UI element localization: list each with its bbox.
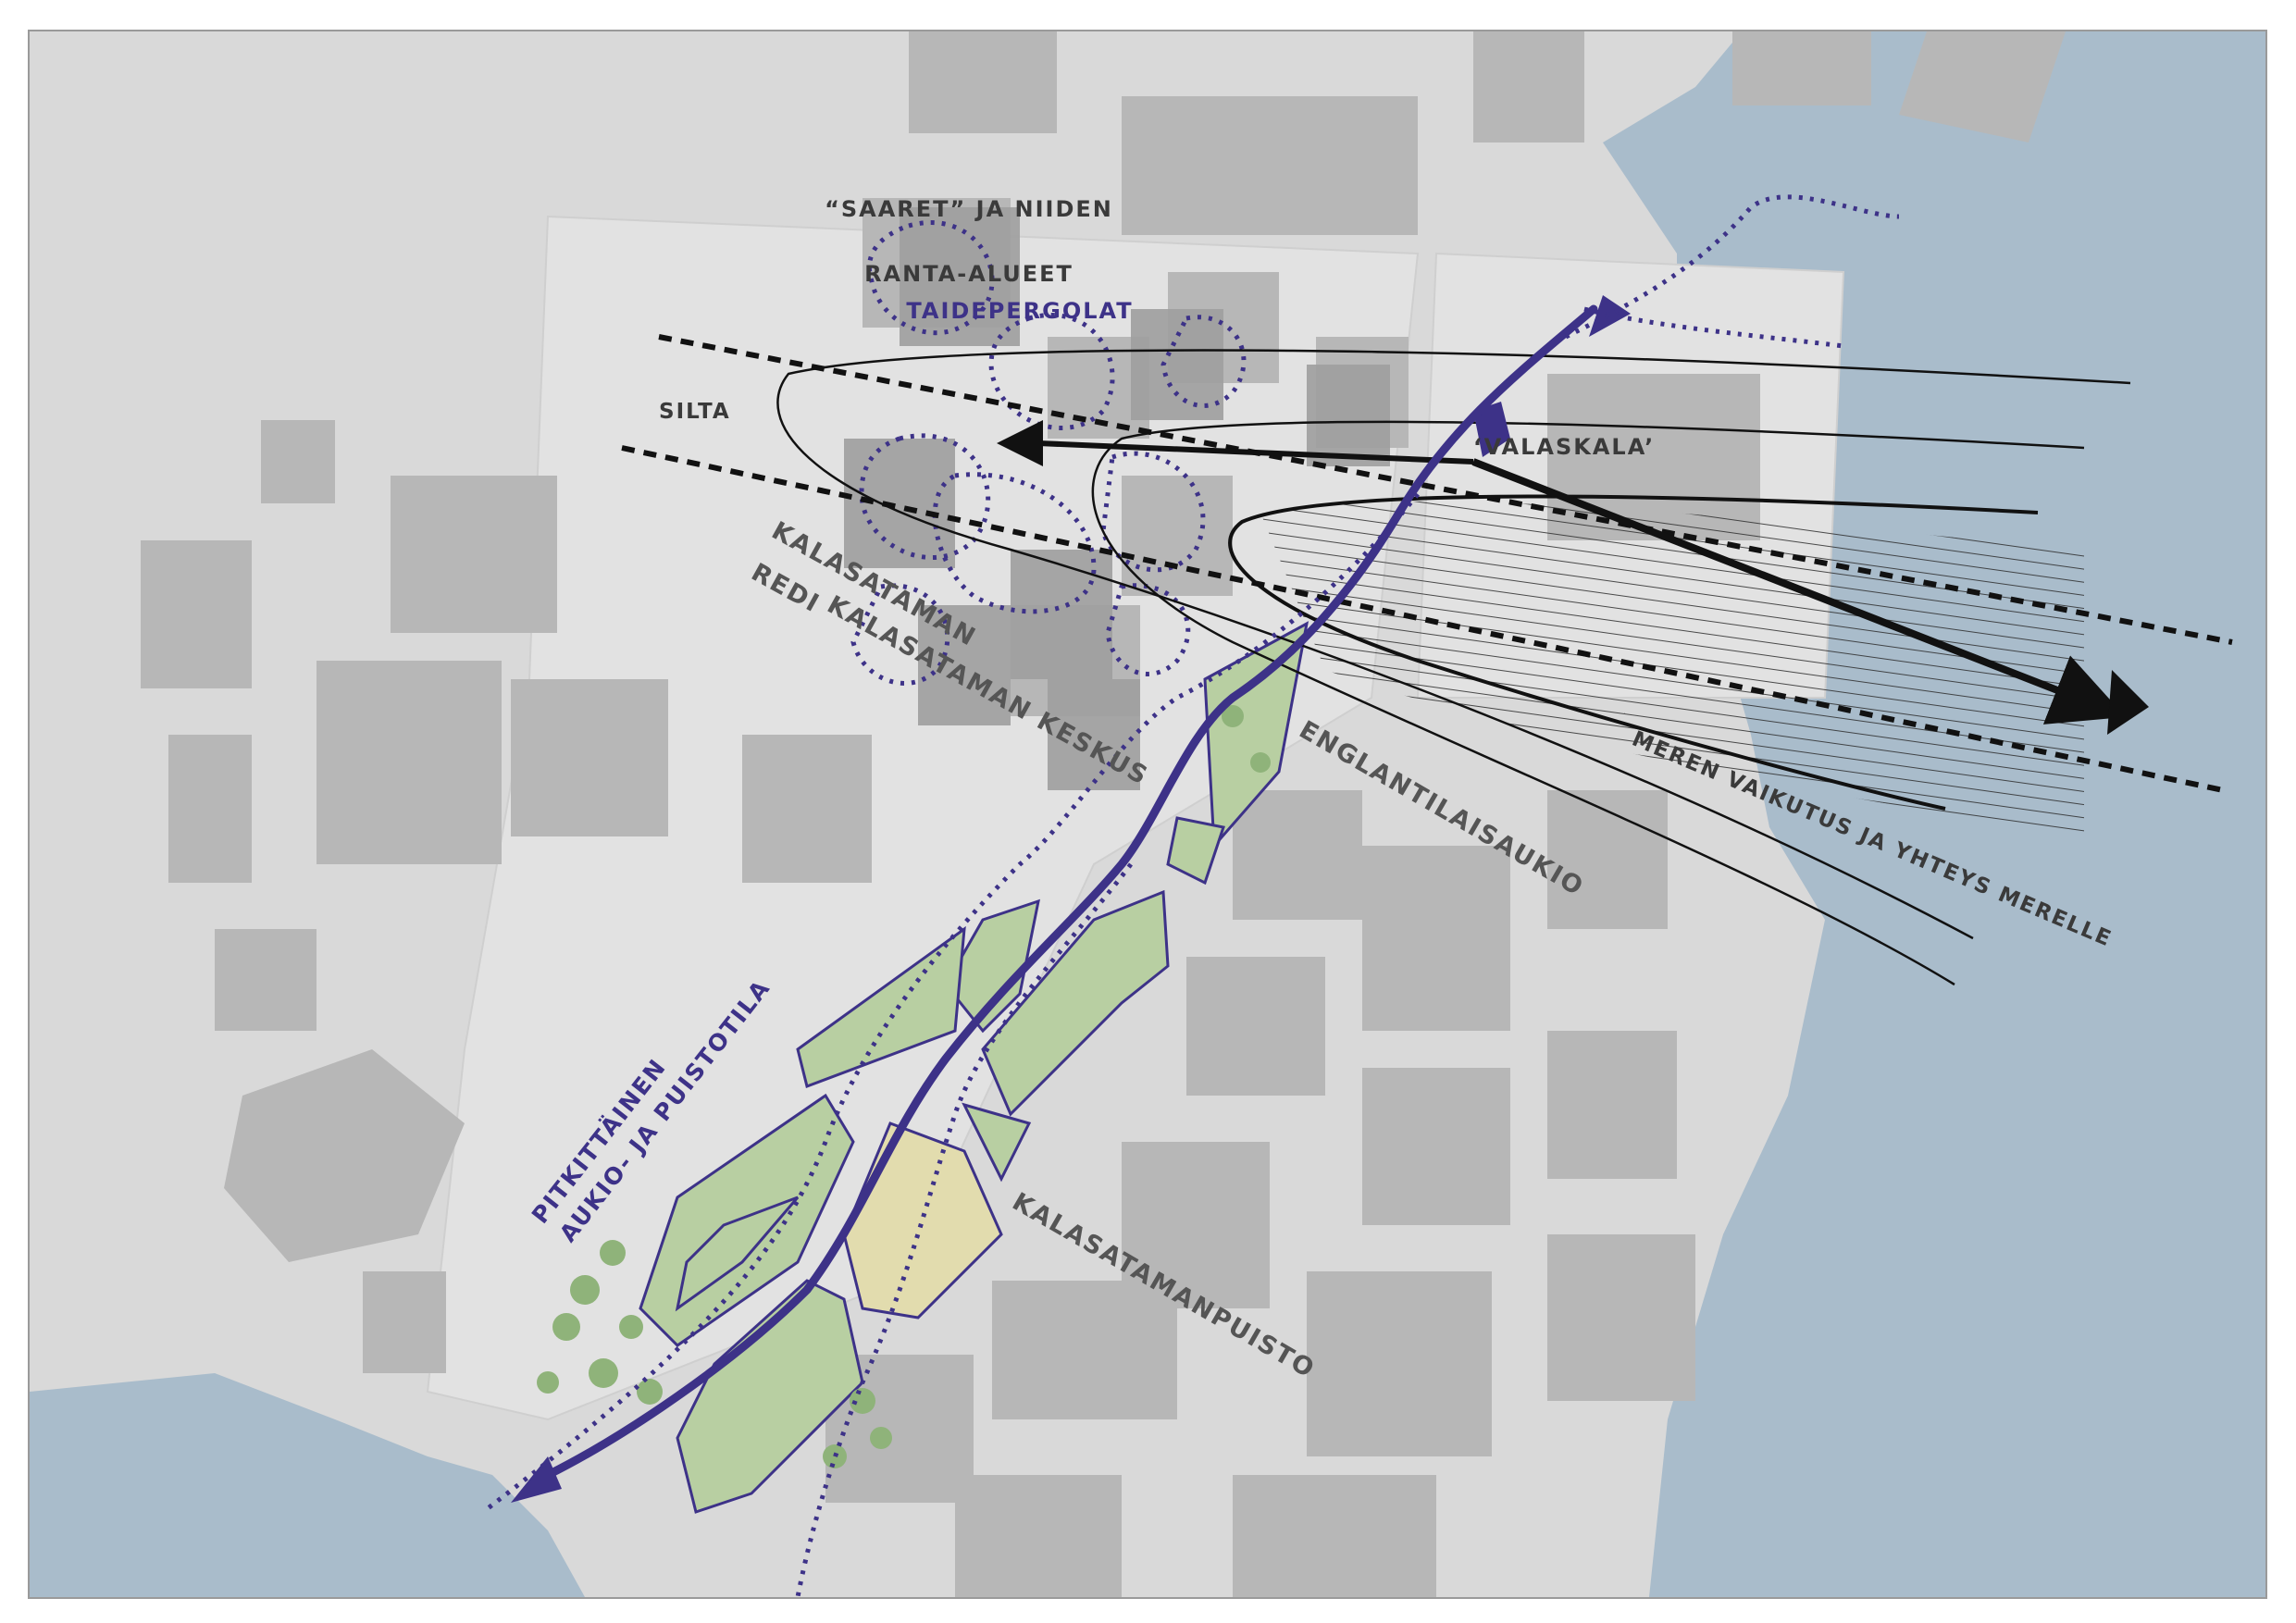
route-arrow-icon [511, 1456, 562, 1503]
dotted-routes [481, 194, 1900, 1597]
silta-dashed-lines [621, 334, 2233, 793]
flow-curves [776, 349, 2131, 986]
label-saaret-line2: RANTA-ALUEET [864, 261, 1074, 287]
central-towers [844, 207, 1390, 790]
map-canvas: “SAARET” JA NIIDEN RANTA-ALUEET TAIDEPER… [30, 31, 2265, 1597]
label-silta: SILTA [659, 400, 731, 424]
label-taidepergolat: TAIDEPERGOLAT [906, 298, 1133, 324]
arrow-head-icon [997, 420, 1043, 466]
route-arrow-icon [1589, 295, 1631, 337]
park-areas [639, 621, 1309, 1514]
valaskala-arrow [1037, 440, 1474, 465]
map-frame: “SAARET” JA NIIDEN RANTA-ALUEET TAIDEPER… [28, 30, 2267, 1599]
arrow-head-icon [2107, 670, 2149, 735]
valaskala-building [1473, 402, 1510, 457]
main-direction-arrow [1471, 458, 2126, 725]
label-saaret-line1: “SAARET” JA NIIDEN [825, 196, 1113, 222]
main-route [543, 304, 1598, 1480]
label-valaskala: ‘VALASKALA’ [1473, 434, 1655, 460]
sea-southwest [30, 1373, 585, 1597]
sea-hatch [1260, 501, 2084, 836]
